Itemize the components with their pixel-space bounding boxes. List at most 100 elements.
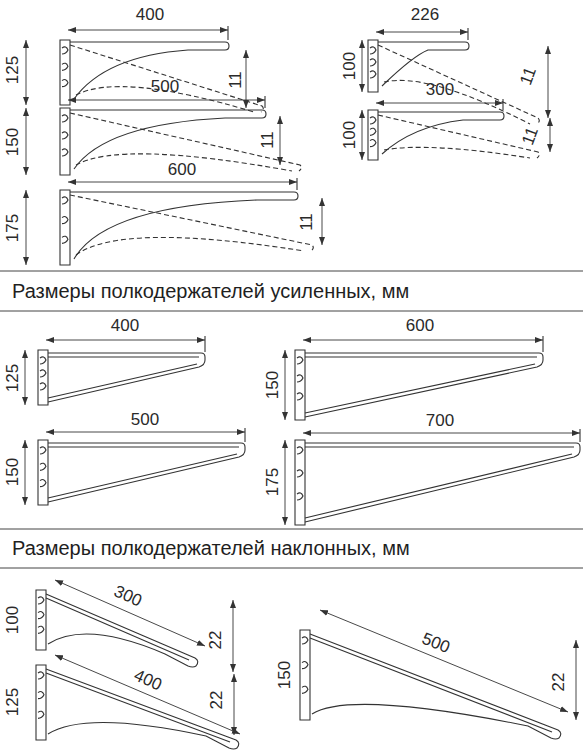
mounting-hook [297, 493, 303, 500]
mounting-hook [40, 447, 46, 454]
dimension-line [68, 182, 297, 183]
dimension-line [55, 655, 240, 734]
dimension-label: 400 [111, 317, 139, 334]
dimension-line [576, 640, 577, 720]
wall-plate [295, 440, 305, 525]
dimension-label: 600 [406, 317, 434, 334]
extension-line [542, 336, 543, 352]
bracket-outline [378, 42, 469, 86]
mounting-hook [297, 470, 303, 477]
extension-line [264, 96, 265, 108]
mounting-hook [297, 447, 303, 454]
dimension-line [362, 110, 363, 160]
separator-line [0, 311, 583, 312]
bracket-group [25, 26, 580, 749]
extension-line [502, 99, 503, 110]
dimension-line [303, 340, 543, 341]
mounting-hook [62, 236, 68, 243]
wall-plate [300, 630, 310, 720]
tilted-outline [70, 45, 263, 112]
mounting-hook [38, 711, 44, 718]
mounting-hook [38, 597, 44, 604]
dimension-label: 22 [207, 631, 224, 650]
tilted-outline [378, 115, 539, 158]
dimension-line [25, 440, 26, 505]
dimension-line [26, 40, 27, 105]
dimension-line [548, 46, 549, 118]
wall-plate [60, 40, 70, 105]
dimension-label: 11 [259, 131, 276, 149]
dimension-label: 175 [4, 214, 21, 242]
wall-plate [60, 190, 70, 265]
flange-line [305, 446, 574, 447]
dimension-label: 125 [4, 688, 21, 716]
dimension-label: 500 [131, 411, 159, 428]
dimension-line [46, 432, 245, 433]
section-heading: Размеры полкодержателей усиленных, мм [12, 281, 409, 301]
extension-line [204, 336, 205, 352]
dimension-label: 100 [4, 606, 21, 634]
dimension-line [246, 50, 247, 108]
mounting-hook [62, 115, 68, 122]
extension-line [296, 178, 297, 190]
mounting-hook [62, 149, 68, 156]
dimension-label: 150 [4, 458, 21, 486]
dimension-line [26, 108, 27, 175]
mounting-hook [297, 375, 303, 382]
mounting-hook [62, 80, 68, 87]
dimension-label: 125 [4, 364, 21, 392]
wall-plate [368, 110, 378, 160]
mounting-hook [38, 626, 44, 633]
dimension-line [285, 350, 286, 420]
dimension-line [376, 103, 503, 104]
mounting-hook [370, 71, 376, 78]
dimension-label: 100 [341, 52, 358, 80]
dimension-label: 125 [4, 56, 21, 84]
bracket-outline [46, 594, 198, 667]
dimension-line [46, 340, 205, 341]
mounting-hook [38, 692, 44, 699]
dimension-label: 500 [151, 78, 179, 95]
extension-line [244, 428, 245, 442]
dimension-line [234, 674, 235, 735]
flange-line [48, 446, 239, 447]
dimension-label: 175 [264, 468, 281, 496]
wall-plate [36, 665, 46, 740]
mounting-hook [370, 117, 376, 124]
wall-plate [295, 350, 305, 420]
dimension-line [233, 600, 234, 672]
wall-plate [60, 108, 70, 175]
dimension-label: 400 [136, 6, 164, 23]
dimension-label: 226 [411, 6, 439, 23]
dimension-line [68, 30, 228, 31]
dimension-label: 100 [341, 121, 358, 149]
mounting-hook [62, 63, 68, 70]
dimension-line [285, 440, 286, 525]
dimension-label: 700 [426, 412, 454, 429]
wall-plate [38, 350, 48, 405]
wall-plate [368, 40, 378, 92]
wall-plate [36, 590, 46, 650]
mounting-hook [302, 686, 308, 693]
dimension-label: 600 [168, 161, 196, 178]
flange-line [310, 638, 552, 732]
mounting-hook [38, 672, 44, 679]
mounting-hook [370, 59, 376, 66]
mounting-hook [62, 47, 68, 54]
wall-plate [38, 440, 48, 505]
extension-line [227, 26, 228, 40]
mounting-hook [297, 393, 303, 400]
dimension-label: 150 [276, 661, 293, 689]
mounting-hook [370, 128, 376, 135]
dimension-line [362, 40, 363, 92]
separator-line [0, 271, 583, 272]
dimension-line [26, 190, 27, 265]
mounting-hook [62, 132, 68, 139]
mounting-hook [297, 357, 303, 364]
dimension-label: 300 [426, 81, 454, 98]
mounting-hook [38, 612, 44, 619]
mounting-hook [62, 197, 68, 204]
dimension-line [550, 118, 551, 152]
dimension-label: 150 [264, 371, 281, 399]
